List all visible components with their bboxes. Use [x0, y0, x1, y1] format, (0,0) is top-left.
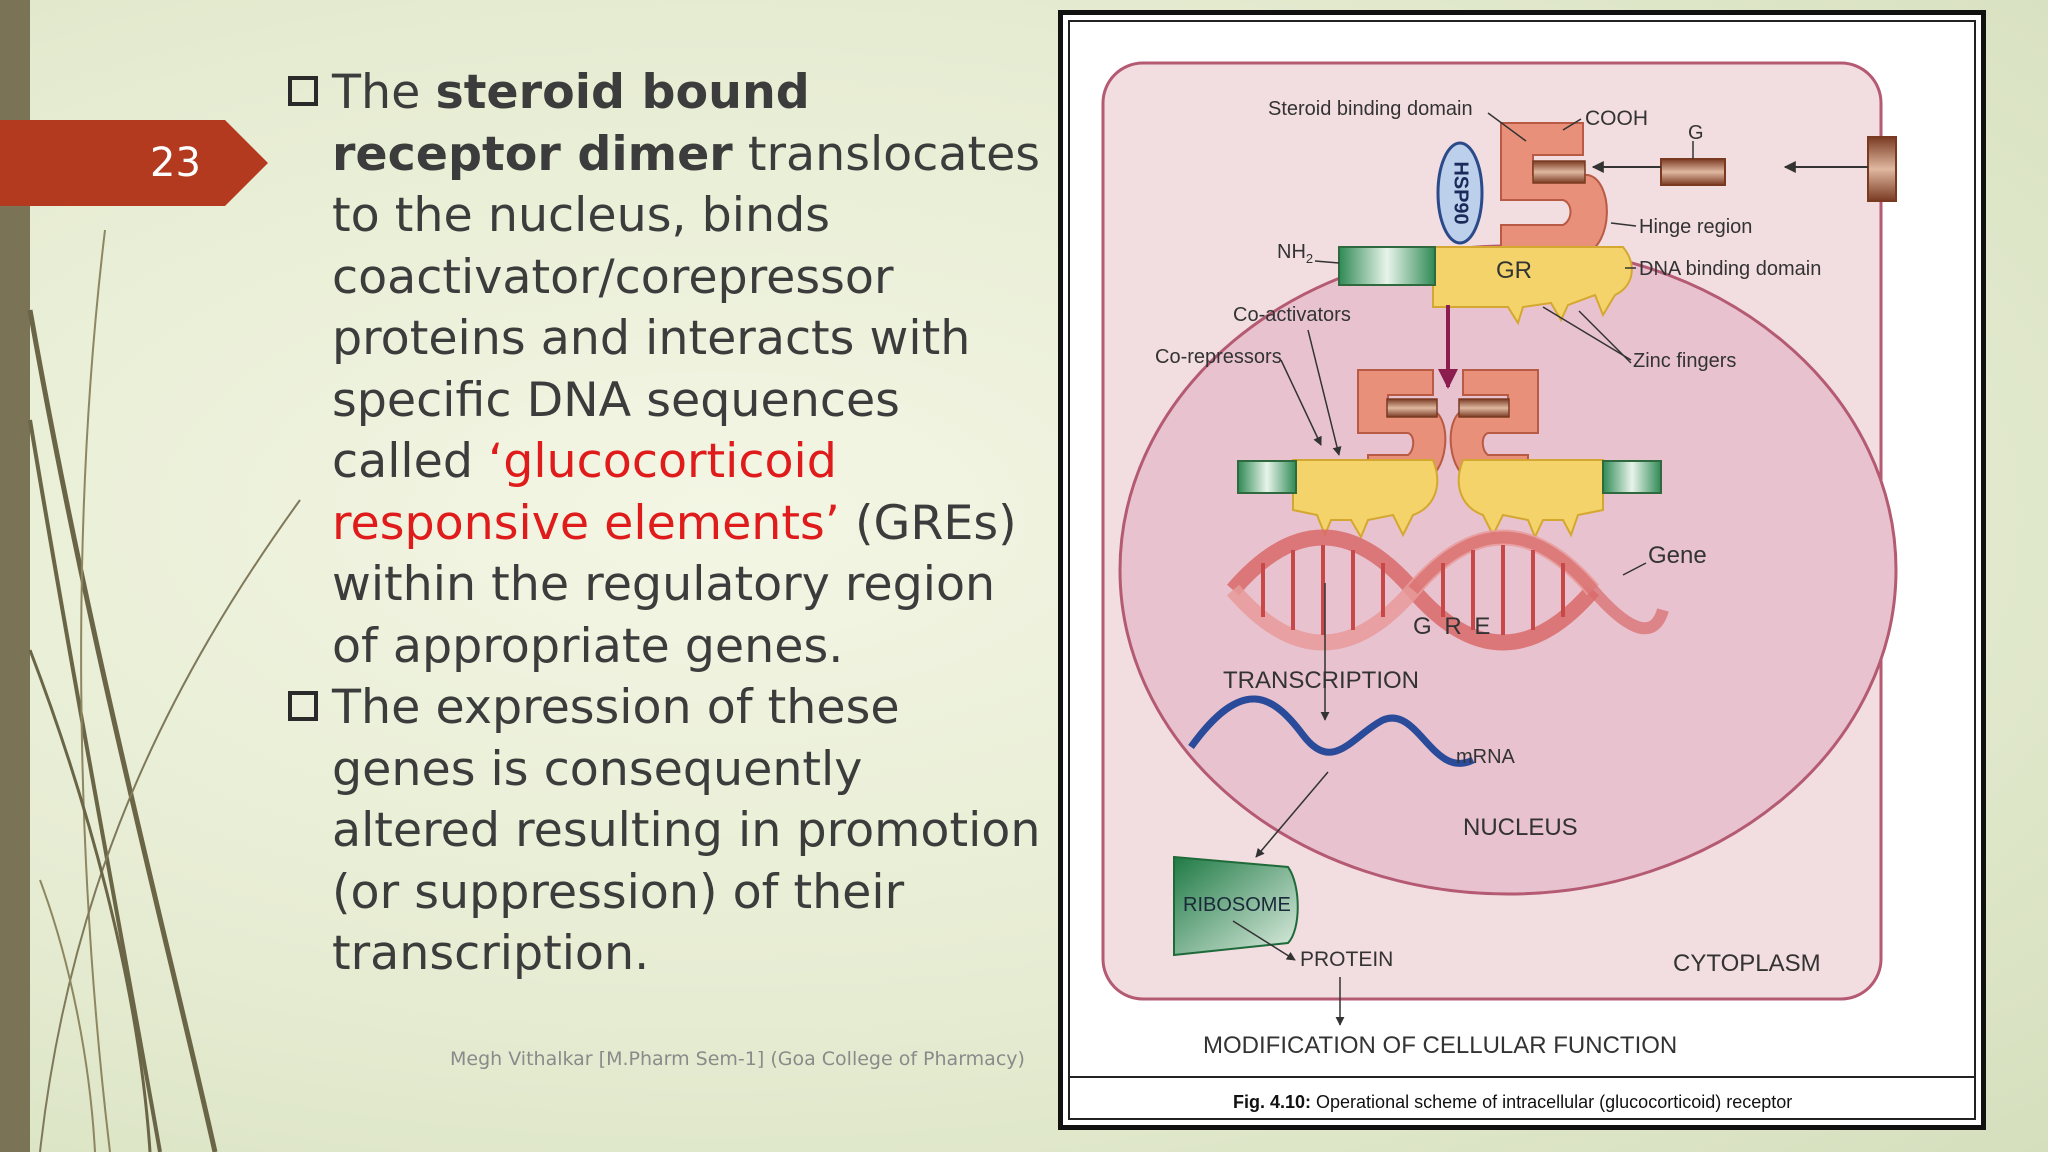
decorative-curves [27, 229, 301, 1152]
zinc-fingers-label: Zinc fingers [1633, 350, 1736, 372]
figure-caption: Fig. 4.10: Operational scheme of intrace… [1233, 1092, 1792, 1112]
dimer-dna-binding-left [1292, 459, 1439, 540]
transcription-label: TRANSCRIPTION [1223, 667, 1419, 694]
bold-term: steroid bound receptor dimer [332, 65, 810, 182]
hsp90-protein [1436, 141, 1484, 245]
hsp90-label: HSP90 [1450, 161, 1472, 224]
bullet-item: The expression of these genes is consequ… [282, 677, 1042, 985]
slide-number: 23 [150, 140, 201, 186]
slide-body: The steroid bound receptor dimer translo… [282, 62, 1042, 985]
steroid-rod [1867, 136, 1897, 202]
nh2-label: NH2 [1277, 241, 1313, 266]
hinge-region-label: Hinge region [1639, 216, 1752, 238]
cytoplasm-label: CYTOPLASM [1673, 950, 1821, 977]
slide-footer: Megh Vithalkar [M.Pharm Sem-1] (Goa Coll… [450, 1048, 1025, 1070]
mrna-label: mRNA [1456, 746, 1516, 768]
highlighted-term: ‘glucocorticoid responsive elements’ [332, 434, 840, 551]
g-label: G [1688, 122, 1704, 144]
ribosome-label: RIBOSOME [1183, 894, 1291, 916]
receptor-diagram: HSP90 Steroid binding domain COOH G Hing… [1068, 20, 1976, 1120]
nucleus-label: NUCLEUS [1463, 814, 1578, 841]
bullet-text: translocates to the nucleus, binds coact… [332, 126, 1041, 490]
gene-label: Gene [1648, 542, 1707, 569]
dimer-dna-binding-right [1457, 459, 1604, 540]
bullet-text: (GREs) within the regulatory region of a… [332, 495, 1017, 674]
dna-double-helix [1226, 529, 1669, 651]
dna-binding-domain [1432, 246, 1633, 326]
co-activators-label: Co-activators [1233, 304, 1351, 326]
dimer-terminal-left [1237, 460, 1297, 494]
steroid-g-rod [1660, 158, 1726, 186]
nh2-terminal-box [1338, 246, 1436, 286]
gr-label: GR [1496, 257, 1532, 284]
mrna-strand [1188, 695, 1475, 767]
dna-binding-domain-label: DNA binding domain [1639, 258, 1821, 280]
bullet-item: The steroid bound receptor dimer translo… [282, 62, 1042, 677]
co-repressors-label: Co-repressors [1155, 346, 1282, 368]
dimer-terminal-right [1602, 460, 1662, 494]
ribosome-shape [1173, 855, 1299, 957]
modification-label: MODIFICATION OF CELLULAR FUNCTION [1203, 1032, 1677, 1059]
checkbox-bullet-icon [288, 691, 318, 721]
cooh-label: COOH [1585, 107, 1648, 130]
bullet-text: The expression of these genes is consequ… [332, 680, 1041, 981]
bullet-text: The [332, 65, 436, 120]
protein-label: PROTEIN [1300, 948, 1393, 971]
gre-label: G R E [1413, 613, 1493, 640]
checkbox-bullet-icon [288, 76, 318, 106]
slide-number-tab [0, 120, 268, 206]
steroid-binding-domain-label: Steroid binding domain [1268, 98, 1473, 120]
nucleus-shape [1118, 244, 1898, 896]
